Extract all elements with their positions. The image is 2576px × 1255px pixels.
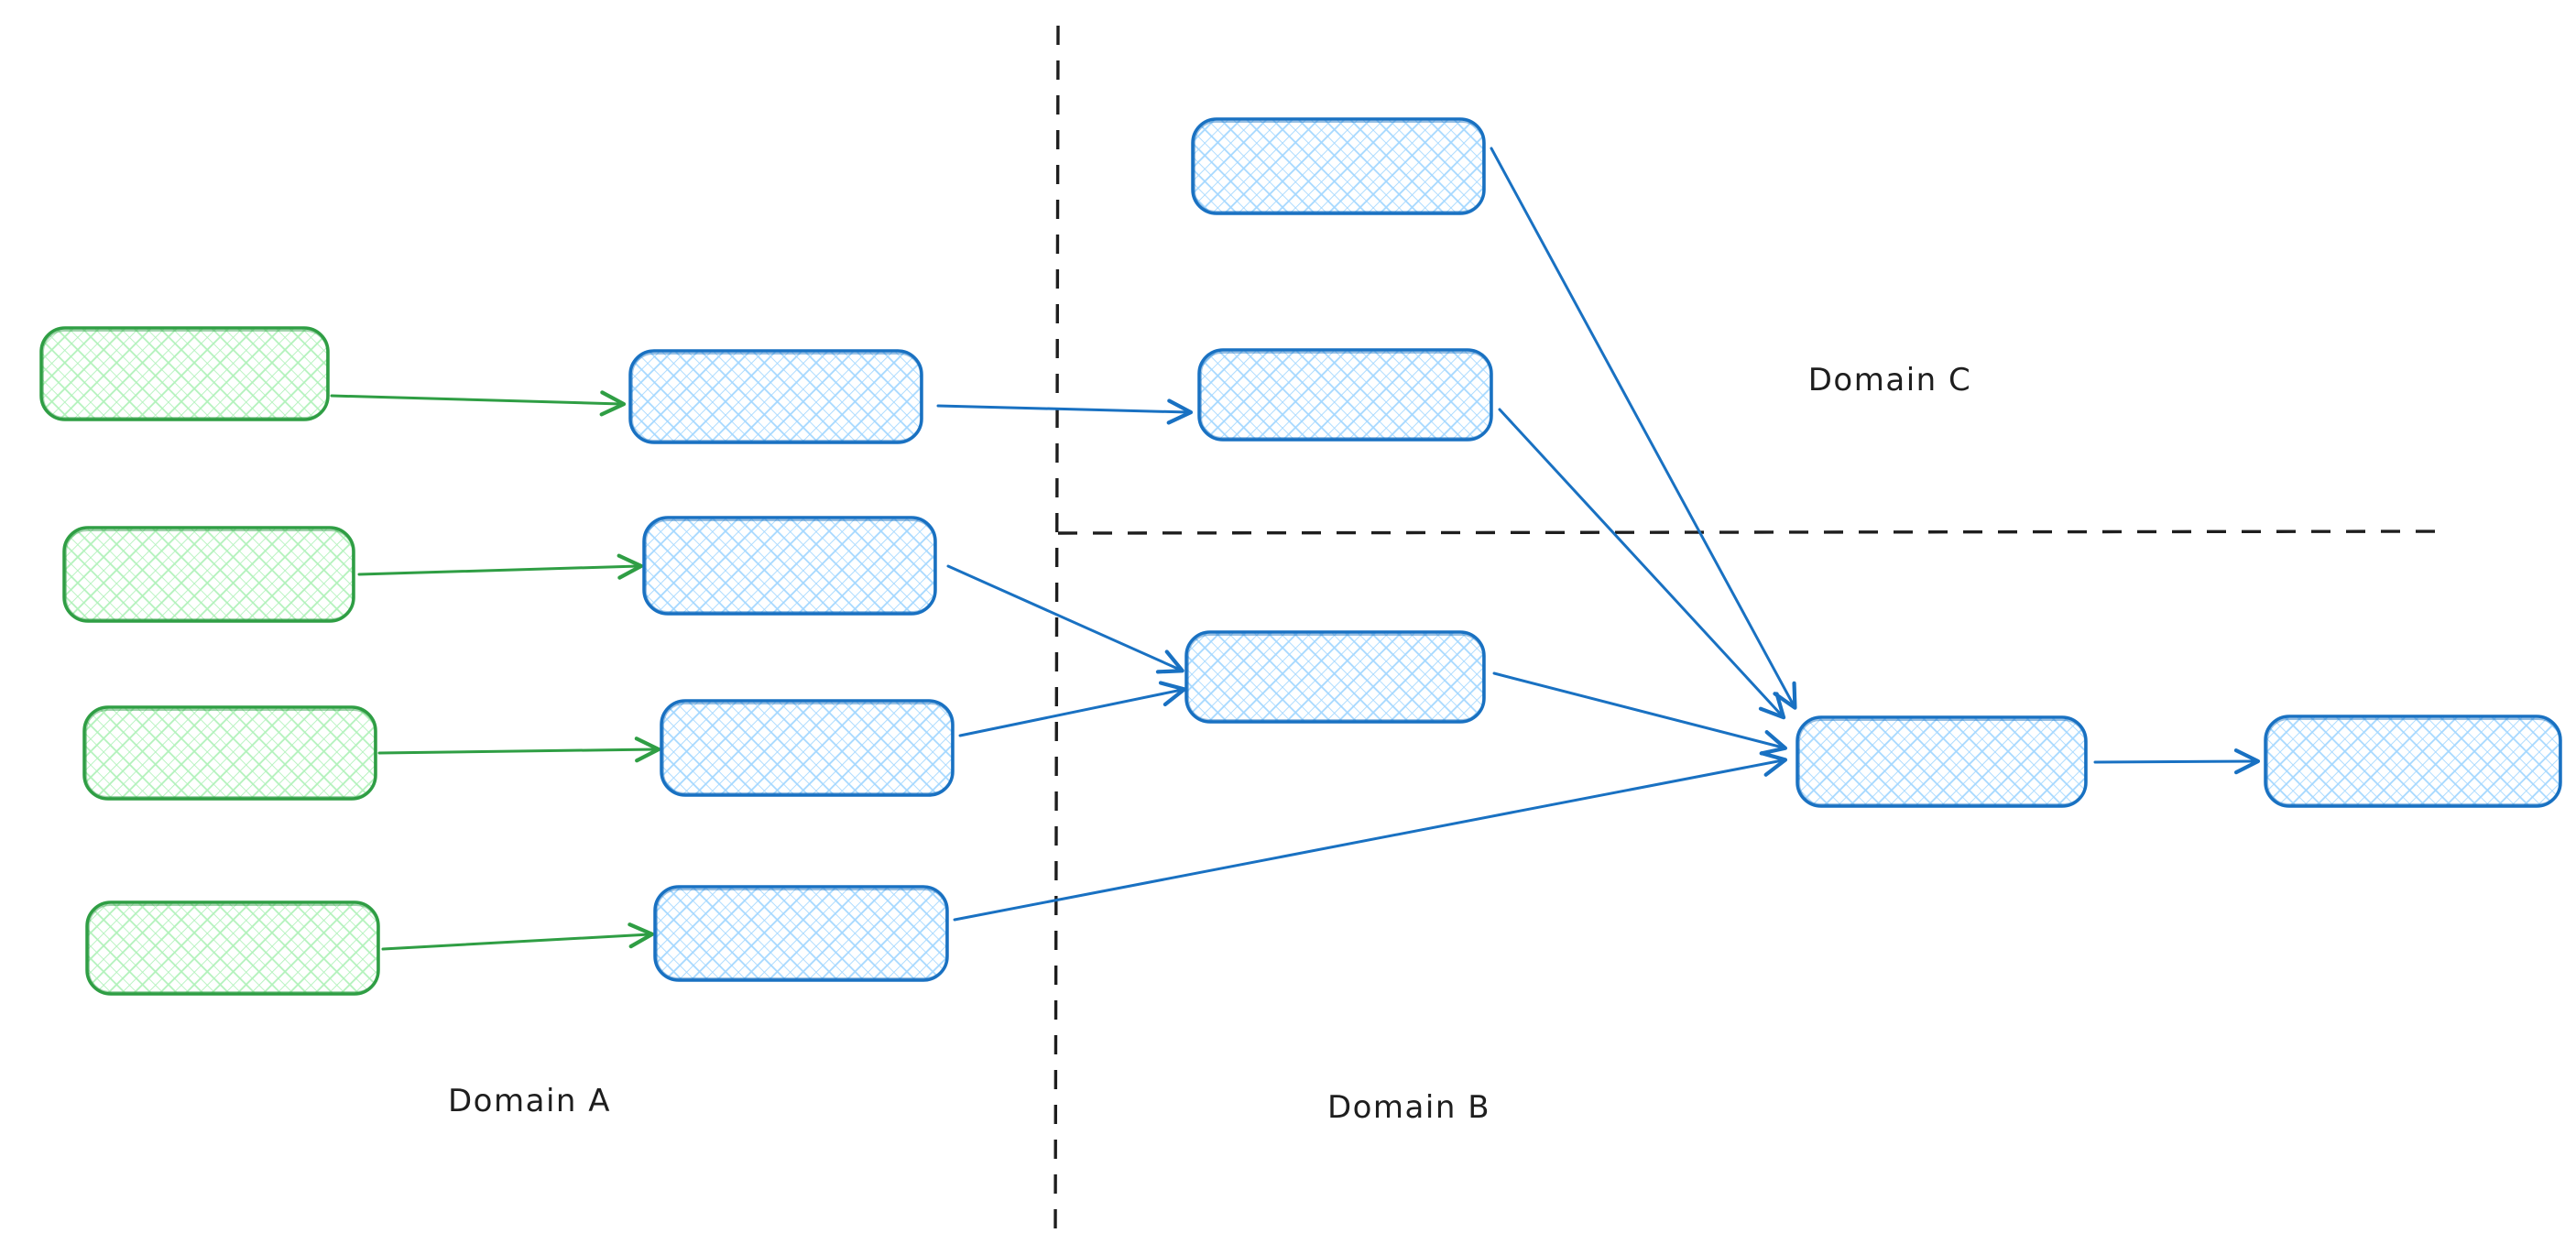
- edge-source-a2-to-process-a2: [357, 553, 644, 580]
- node-c-node-1: [1191, 117, 1486, 215]
- edge-b-hub-to-b-sink: [2093, 748, 2261, 775]
- node-process-a3-sketch-outline: [662, 703, 953, 794]
- edge-c-node-2-to-b-hub: [1498, 408, 1786, 720]
- edge-source-a4-to-process-a4: [381, 922, 655, 951]
- node-c-node-2: [1197, 348, 1493, 442]
- edge-process-a4-to-b-hub: [953, 751, 1788, 922]
- horizontal-divider: [1057, 529, 2449, 535]
- edge-source-a1-to-process-a1: [330, 390, 627, 417]
- edge-process-a1-to-c-node-2: [936, 398, 1194, 425]
- node-process-a2: [642, 516, 937, 616]
- edge-b-node-1-to-b-hub: [1492, 671, 1788, 756]
- node-source-a1-sketch-outline: [42, 330, 328, 419]
- node-b-sink: [2264, 715, 2562, 808]
- node-process-a3: [660, 699, 955, 797]
- nodes-layer: [39, 117, 2562, 996]
- node-b-hub-sketch-outline: [1798, 719, 2086, 805]
- node-process-a2-sketch-outline: [645, 519, 935, 613]
- node-source-a4-sketch-outline: [88, 904, 378, 993]
- node-source-a3-sketch-outline: [85, 709, 376, 798]
- edge-c-node-1-to-b-hub: [1490, 147, 1797, 710]
- node-source-a3: [82, 705, 377, 801]
- node-b-hub: [1796, 715, 2088, 808]
- vertical-divider: [1053, 25, 1060, 1236]
- edge-source-a3-to-process-a3: [377, 737, 661, 763]
- node-process-a4: [653, 885, 949, 982]
- node-b-node-1-sketch-outline: [1187, 634, 1484, 721]
- node-process-a1: [628, 349, 923, 444]
- edges-layer: [330, 147, 2261, 951]
- node-c-node-1-sketch-outline: [1194, 121, 1484, 213]
- node-c-node-2-sketch-outline: [1200, 352, 1491, 439]
- domain-a-label: Domain A: [448, 1083, 611, 1119]
- edge-process-a3-to-b-node-1: [958, 681, 1187, 737]
- node-b-node-1: [1184, 630, 1486, 724]
- node-b-sink-sketch-outline: [2266, 718, 2560, 805]
- domain-c-label: Domain C: [1808, 362, 1971, 398]
- node-process-a4-sketch-outline: [656, 889, 947, 979]
- edge-process-a2-to-b-node-1: [946, 564, 1184, 674]
- node-source-a2-sketch-outline: [65, 529, 354, 620]
- node-source-a2: [62, 526, 355, 623]
- node-source-a4: [85, 900, 380, 996]
- node-process-a1-sketch-outline: [631, 353, 922, 442]
- dividers-layer: [1053, 25, 2449, 1236]
- domain-b-label: Domain B: [1327, 1089, 1490, 1126]
- node-source-a1: [39, 326, 330, 421]
- labels-layer: Domain A Domain B Domain C: [448, 362, 1971, 1126]
